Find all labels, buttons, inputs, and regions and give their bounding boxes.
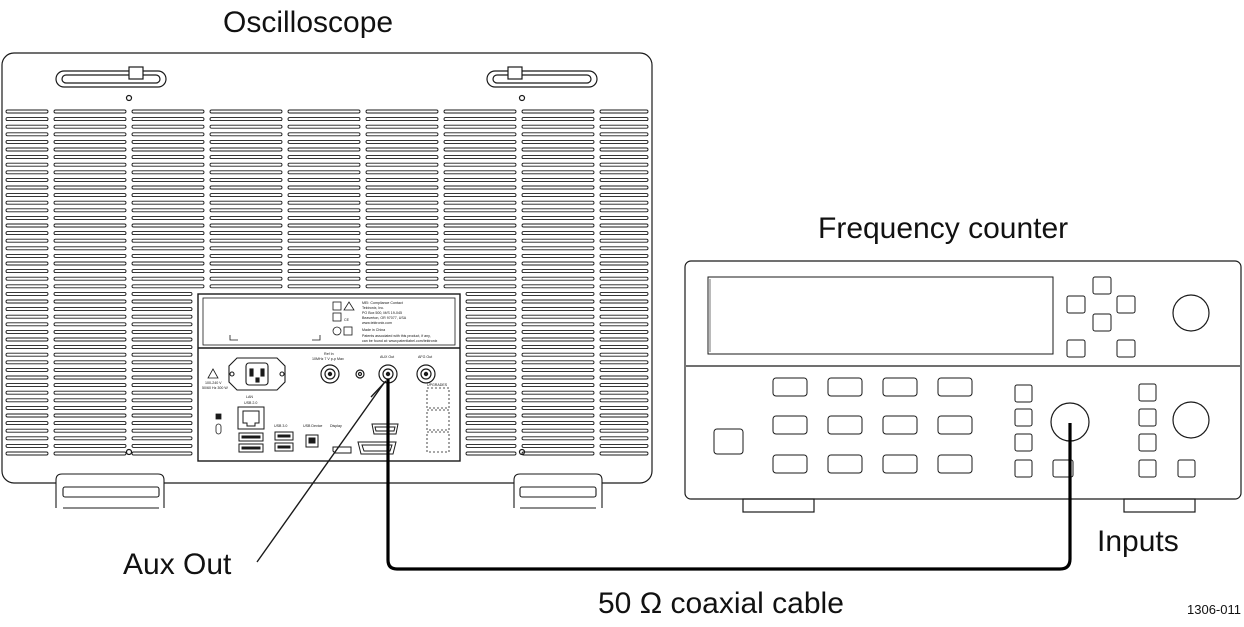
top-handle-left [55, 66, 167, 102]
top-knob [1172, 294, 1210, 332]
top-handle-right [486, 66, 598, 102]
usb-20-ports [238, 432, 264, 453]
compliance-line-5: www.tektronix.com [362, 321, 392, 325]
upgrade-slots [426, 387, 450, 453]
oscilloscope-body [1, 52, 653, 484]
aux-out-arrow-shaft [370, 380, 387, 398]
ventilation-slots [5, 109, 649, 456]
counter-foot-left [742, 498, 815, 513]
coaxial-cable [386, 379, 1072, 571]
standby-key [713, 428, 744, 455]
frequency-counter [684, 260, 1242, 513]
ref-in-label: Ref In [324, 352, 334, 356]
usb-device-label: USB Device [303, 424, 322, 428]
patents-line-1: Patents associated with this product, if… [362, 334, 431, 338]
aux-out-port-label: AUX Out [380, 355, 394, 359]
certification-marks: CE [332, 301, 355, 336]
display-label: Display [330, 424, 342, 428]
aux-out-connector [378, 364, 398, 384]
inputs-label: Inputs [1097, 525, 1179, 558]
counter-foot-right [1123, 498, 1196, 513]
aux-out-leader-line [256, 382, 385, 563]
power-rating-2: 50/60 Hz 300 W [202, 386, 228, 390]
made-in-label: Made in China [362, 328, 385, 332]
afg-out-label: AFG Out [418, 355, 432, 359]
bottom-handle-right [513, 473, 603, 509]
usb-device-port [305, 434, 319, 448]
ref-in-spec: 10MHz 7 V p-p Max [312, 357, 344, 361]
lan-port [237, 406, 265, 430]
function-key-grid [772, 377, 973, 474]
frequency-counter-title: Frequency counter [818, 212, 1068, 245]
counter-body [684, 260, 1242, 500]
small-port [355, 369, 365, 379]
compliance-line-1: MEI: Compliance Contact [362, 301, 403, 305]
cable-label: 50 Ω coaxial cable [598, 587, 844, 620]
input-channel-keys [1014, 384, 1074, 478]
power-rating-1: 100-240 V [205, 381, 222, 385]
compliance-line-4: Beaverton, OR 97077, USA [362, 316, 407, 320]
arrow-keypad [1066, 276, 1136, 358]
right-keys [1138, 383, 1196, 478]
patents-line-2: can be found at: www.patentlabel.com/tek… [362, 339, 438, 343]
usb-20-label: USB 2.0 [244, 401, 257, 405]
oscilloscope: CE MEI: Compliance Contact Tektronix, In… [1, 52, 653, 509]
compliance-line-3: PO Box 500, M/S 19-045 [362, 311, 402, 315]
compliance-line-2: Tektronix, Inc. [362, 306, 384, 310]
counter-display [707, 276, 1054, 355]
warning-icon [207, 368, 219, 379]
aux-out-label: Aux Out [123, 548, 232, 581]
lan-label: LAN [246, 395, 253, 399]
svg-text:CE: CE [344, 318, 350, 322]
figure-id: 1306-011 [1187, 602, 1241, 617]
usb-30-label: USB 3.0 [274, 424, 287, 428]
lock-icon [215, 413, 222, 435]
ref-in-connector [320, 364, 340, 384]
bottom-knob [1172, 401, 1210, 439]
bottom-handle-left [55, 473, 165, 509]
usb-30-ports [274, 431, 294, 452]
label-plate [202, 297, 456, 346]
upgrades-label: UPGRADES [427, 383, 448, 387]
power-inlet [228, 357, 286, 391]
oscilloscope-title: Oscilloscope [223, 6, 393, 39]
afg-out-connector [416, 364, 436, 384]
